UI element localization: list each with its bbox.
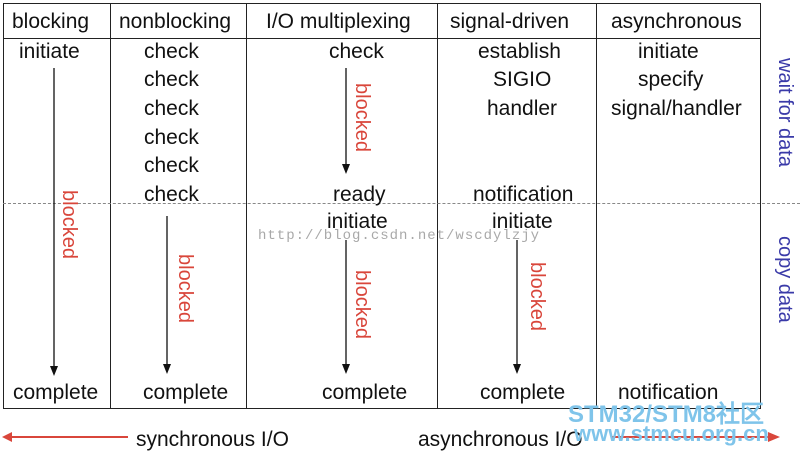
side-label-wait-for-data: wait for data <box>774 58 796 167</box>
async-right-arrow <box>612 432 780 442</box>
col-border-5 <box>760 3 761 409</box>
watermark-url: http://blog.csdn.net/wscdylzjy <box>258 228 541 244</box>
blocking-down-arrow <box>50 68 58 376</box>
footer-synchronous-io: synchronous I/O <box>136 428 289 451</box>
multiplexing-check: check <box>329 40 384 63</box>
header-signal-driven: signal-driven <box>450 10 570 33</box>
phase-separator-dashed <box>3 203 800 204</box>
col-border-3 <box>437 3 438 409</box>
header-io-multiplexing: I/O multiplexing <box>266 10 411 33</box>
async-signal-handler: signal/handler <box>611 97 742 120</box>
header-asynchronous: asynchronous <box>611 10 742 33</box>
blocking-complete: complete <box>13 381 99 404</box>
multiplexing-ready: ready <box>333 183 386 206</box>
async-notification: notification <box>618 381 719 404</box>
nonblocking-check-3: check <box>144 97 199 120</box>
multiplexing-blocked-label-2: blocked <box>351 270 373 339</box>
header-blocking: blocking <box>12 10 90 33</box>
col-border-0 <box>3 3 4 409</box>
header-divider <box>3 38 760 39</box>
table-top-border <box>3 3 760 4</box>
signal-complete: complete <box>480 381 566 404</box>
table-bottom-border <box>3 408 760 409</box>
signal-sigio: SIGIO <box>493 68 552 91</box>
async-initiate: initiate <box>638 40 699 63</box>
brand-watermark-url: www.stmcu.org.cn <box>574 421 769 446</box>
nonblocking-check-6: check <box>144 183 199 206</box>
signal-handler: handler <box>487 97 558 120</box>
brand-watermark-title: STM32/STM8社区 <box>568 401 765 428</box>
sync-left-arrow <box>2 432 128 442</box>
blocking-blocked-label: blocked <box>58 190 80 259</box>
signal-down-arrow <box>513 240 521 374</box>
nonblocking-check-4: check <box>144 126 199 149</box>
signal-establish: establish <box>478 40 561 63</box>
multiplexing-down-arrow-1 <box>342 68 350 174</box>
header-nonblocking: nonblocking <box>119 10 232 33</box>
nonblocking-check-5: check <box>144 154 199 177</box>
signal-notification: notification <box>473 183 574 206</box>
async-specify: specify <box>638 68 704 91</box>
multiplexing-down-arrow-2 <box>342 240 350 374</box>
multiplexing-complete: complete <box>322 381 408 404</box>
nonblocking-down-arrow <box>163 216 171 374</box>
nonblocking-blocked-label: blocked <box>174 254 196 323</box>
multiplexing-initiate: initiate <box>327 210 388 233</box>
col-border-1 <box>110 3 111 409</box>
col-border-2 <box>246 3 247 409</box>
blocking-initiate: initiate <box>19 40 80 63</box>
nonblocking-complete: complete <box>143 381 229 404</box>
signal-initiate: initiate <box>492 210 553 233</box>
footer-asynchronous-io: asynchronous I/O <box>418 428 583 451</box>
signal-blocked-label: blocked <box>526 262 548 331</box>
nonblocking-check-2: check <box>144 68 199 91</box>
col-border-4 <box>596 3 597 409</box>
multiplexing-blocked-label-1: blocked <box>351 83 373 152</box>
nonblocking-check-1: check <box>144 40 199 63</box>
side-label-copy-data: copy data <box>774 236 796 323</box>
